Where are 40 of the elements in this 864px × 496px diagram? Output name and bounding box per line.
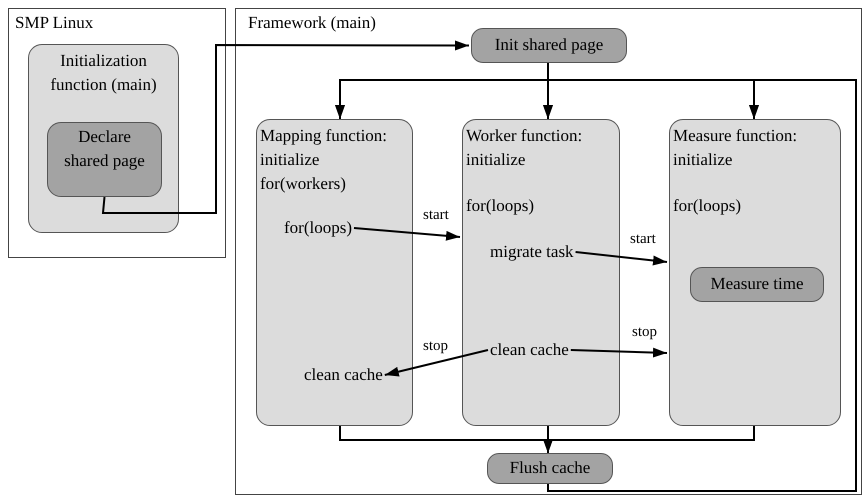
edge-label: start [423,207,449,223]
code-line: clean cache [304,363,383,387]
box-title: Framework (main) [248,12,377,34]
code-line: clean cache [490,338,569,362]
function-box [28,44,179,233]
code-line: for(loops) [466,195,535,217]
group-frame [8,8,226,258]
function-box [462,119,620,426]
box-title: Measure function: [673,125,798,147]
group-frame [235,8,862,495]
box-title: Mapping function: [260,125,388,147]
arrow [102,40,469,214]
box-title: SMP Linux [15,12,94,34]
code-line: initialize [466,149,526,171]
process-box [690,267,824,302]
edge-label: stop [423,338,448,354]
code-line: for(loops) [673,195,742,217]
edge-label: stop [632,324,658,340]
function-box [669,119,841,426]
code-line: initialize [673,149,734,171]
arrow [575,251,668,266]
code-line: for(workers) [260,173,347,195]
process-box [487,453,613,484]
process-box [47,122,162,197]
box-title: Flush cache [508,457,592,479]
edge-label: start [630,231,656,247]
code-line: for(loops) [284,216,352,240]
arrow [543,426,755,453]
box-title: Declare shared page [63,126,146,172]
arrow [354,227,460,241]
box-title: Init shared page [494,34,604,56]
box-title: Measure time [710,273,804,295]
box-title: Initialization function (main) [49,50,158,96]
process-box [471,28,627,63]
code-line: migrate task [490,240,574,264]
arrow [384,349,488,377]
box-title: Worker function: [466,125,584,147]
code-line: initialize [260,149,320,171]
function-box [256,119,413,426]
arrow [570,348,668,358]
